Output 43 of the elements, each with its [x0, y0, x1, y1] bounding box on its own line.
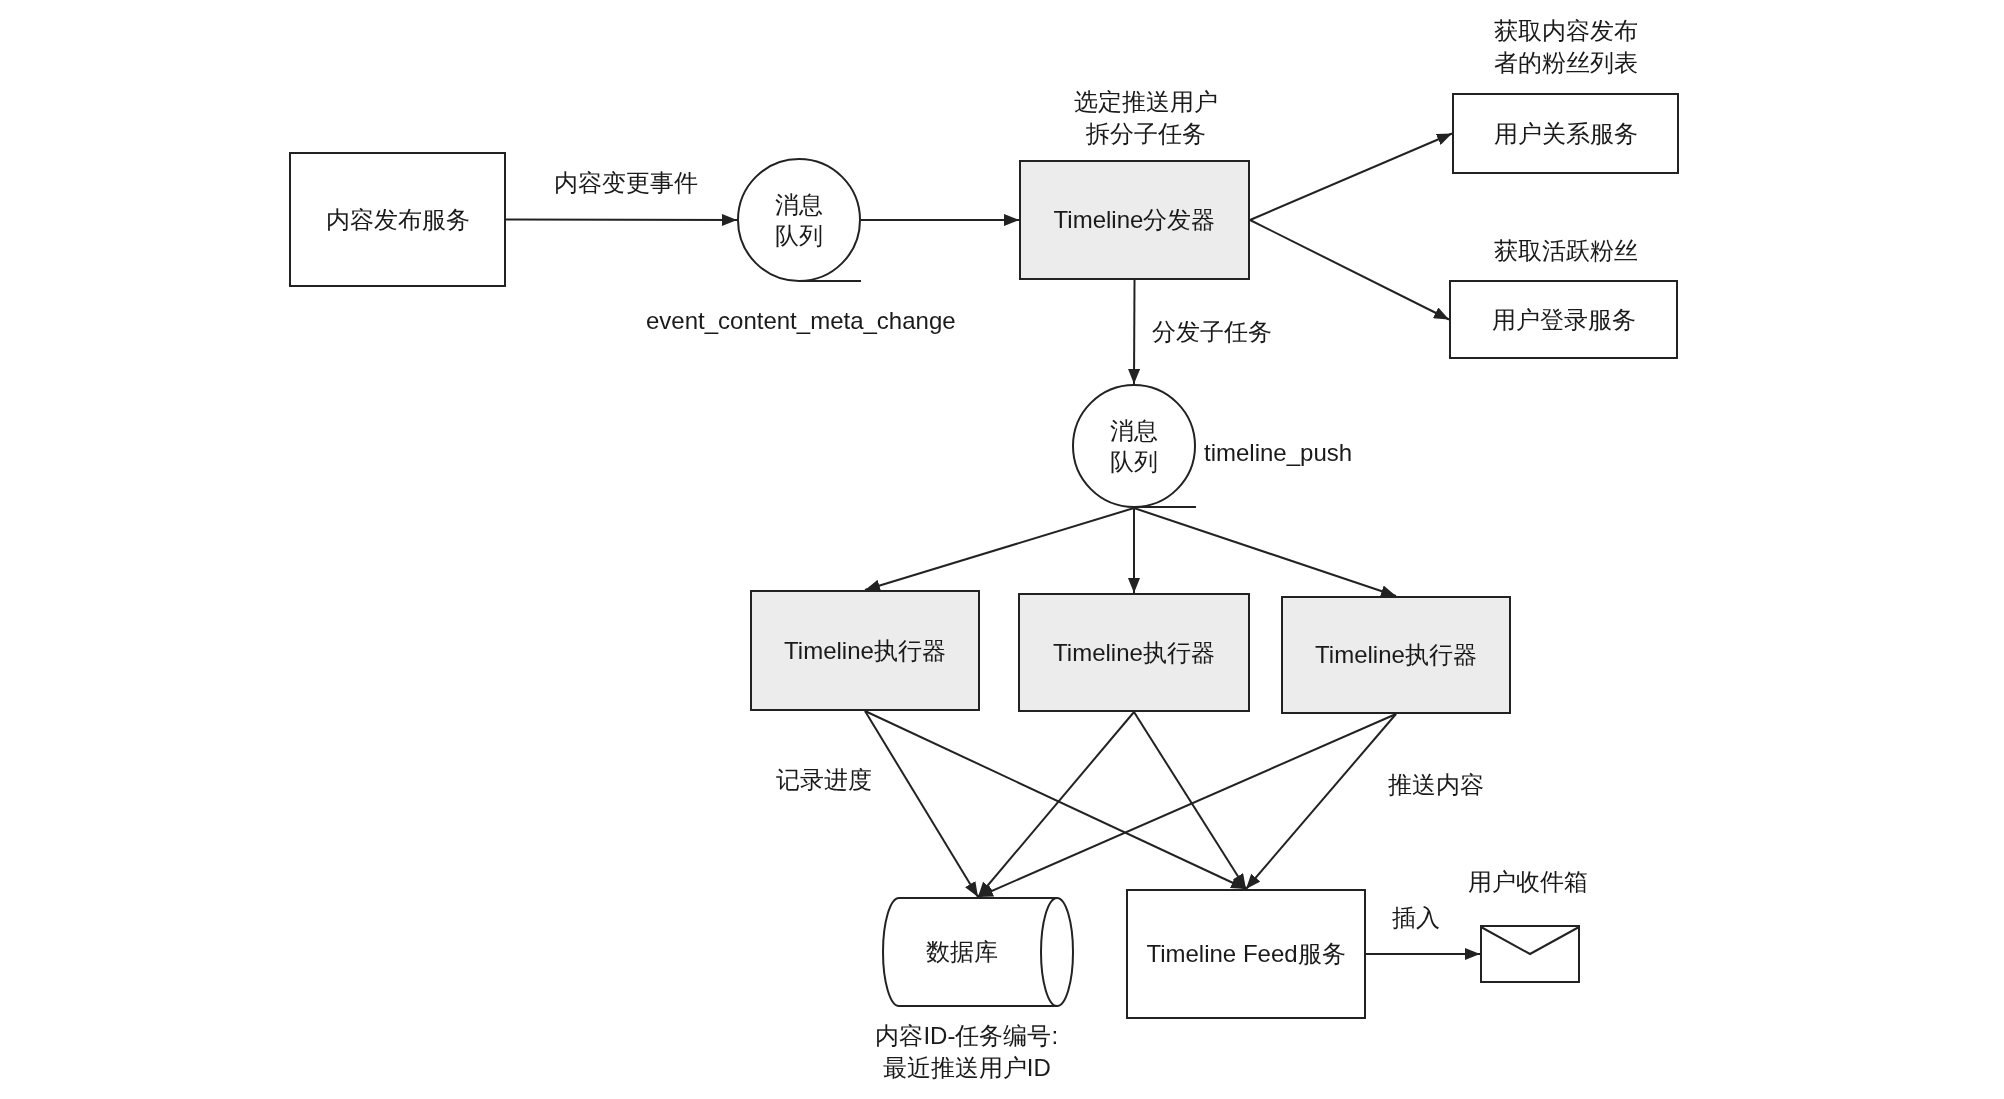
service-box [1449, 280, 1678, 359]
annotation-text: 用户收件箱 [1468, 867, 1588, 897]
annotation-text: timeline_push [1204, 438, 1353, 468]
service-box [1126, 889, 1366, 1019]
arrow [860, 214, 1020, 226]
arrow [505, 213, 738, 226]
arrow [1128, 279, 1141, 385]
node-label: 数据库 [926, 937, 998, 968]
annotation-text: 选定推送用户拆分子任务 [1074, 87, 1218, 149]
annotation-text: 获取活跃粉丝 [1494, 236, 1638, 266]
arrow [1249, 219, 1450, 321]
service-box [289, 152, 506, 287]
annotation-text: 获取内容发布者的粉丝列表 [1494, 16, 1638, 78]
node-label: Timeline Feed服务 [1146, 939, 1346, 970]
executor-box [1281, 596, 1511, 714]
node-label: 用户登录服务 [1491, 304, 1636, 335]
arrow [864, 710, 979, 898]
arrow [1133, 711, 1247, 890]
arrow [864, 507, 1135, 592]
node-label: Timeline执行器 [1315, 640, 1477, 671]
arrow [864, 710, 1247, 890]
service-box [1452, 93, 1679, 174]
arrow [1245, 713, 1397, 890]
annotation-text: 内容ID-任务编号:最近推送用户ID [874, 1021, 1060, 1083]
arrow [1249, 132, 1453, 221]
node-label: 消息队列 [775, 189, 823, 251]
node-label: 用户关系服务 [1493, 118, 1638, 149]
annotation-text: event_content_meta_change [646, 306, 956, 336]
executor-box [1018, 593, 1250, 712]
envelope-icon [1480, 925, 1580, 983]
node-label: Timeline分发器 [1053, 205, 1216, 236]
node-label: 消息队列 [1110, 415, 1158, 477]
arrow [977, 713, 1397, 898]
arrow [1365, 948, 1481, 960]
node-label: Timeline执行器 [784, 635, 946, 666]
node-label: 内容发布服务 [325, 204, 470, 235]
database-cylinder [882, 897, 1074, 1007]
arrow [1133, 507, 1397, 597]
executor-box [750, 590, 980, 711]
dispatcher-box [1019, 160, 1250, 280]
arrow [1128, 507, 1140, 594]
arrow [977, 711, 1135, 898]
node-label: Timeline执行器 [1053, 637, 1215, 668]
